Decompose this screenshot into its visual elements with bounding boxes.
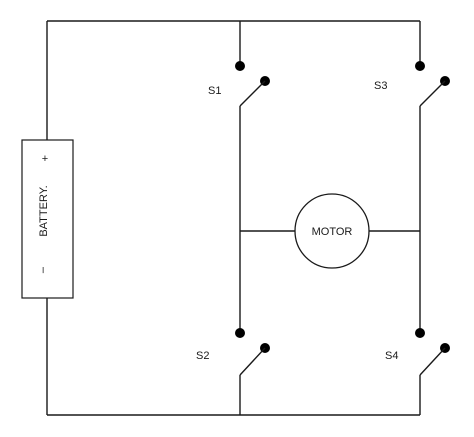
s2-upper-contact xyxy=(235,328,245,338)
motor: MOTOR xyxy=(294,193,370,269)
motor-body xyxy=(294,193,370,269)
s1-blade xyxy=(239,80,266,107)
s1-label: S1 xyxy=(208,85,221,97)
s2-blade xyxy=(239,347,266,376)
motor-label: MOTOR xyxy=(312,226,353,238)
battery-negative-sign: – xyxy=(37,266,49,273)
battery-body xyxy=(21,139,74,299)
battery-positive-sign: + xyxy=(42,153,48,165)
switch-s4: S4 xyxy=(385,328,450,376)
s4-upper-contact xyxy=(415,328,425,338)
s3-label: S3 xyxy=(374,80,387,92)
circuit-wires xyxy=(46,20,421,416)
s4-blade xyxy=(419,347,446,376)
switch-s3: S3 xyxy=(374,61,450,107)
switch-s1: S1 xyxy=(208,61,270,107)
battery: BATTERY. + – xyxy=(21,139,74,299)
s2-label: S2 xyxy=(196,350,209,362)
battery-label: BATTERY. xyxy=(38,185,50,236)
s4-label: S4 xyxy=(385,350,398,362)
s3-blade xyxy=(419,80,446,107)
s3-upper-contact xyxy=(415,61,425,71)
switch-s2: S2 xyxy=(196,328,270,376)
s1-upper-contact xyxy=(235,61,245,71)
